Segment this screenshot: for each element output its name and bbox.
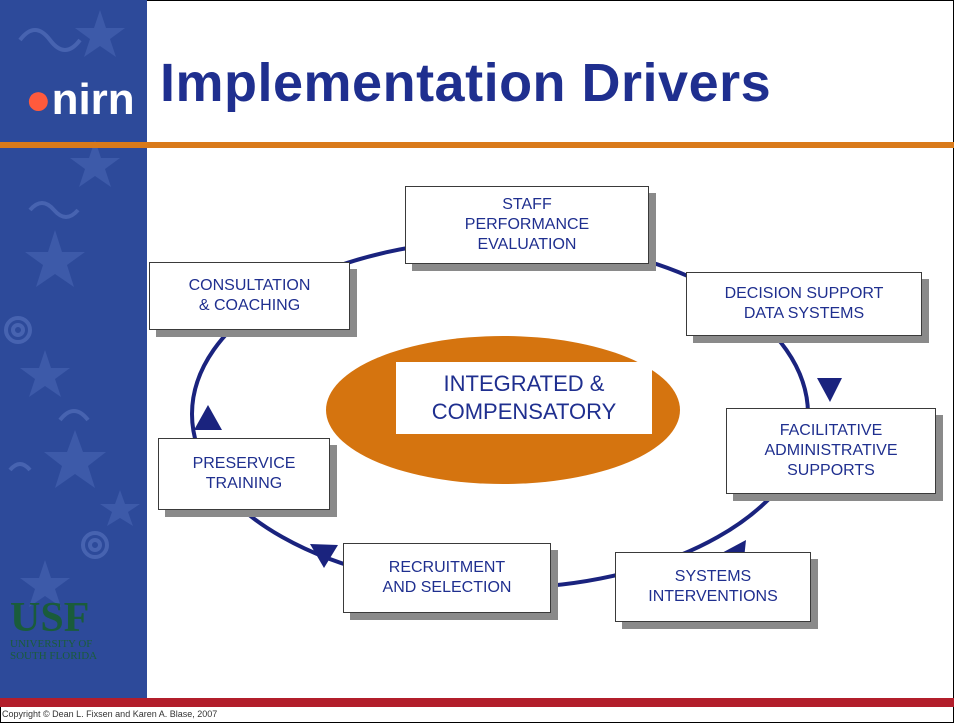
usf-logo: USF UNIVERSITY OF SOUTH FLORIDA (10, 595, 128, 662)
nirn-logo-text: nirn (51, 75, 135, 124)
title-underline (0, 142, 954, 148)
sidebar-decoration (0, 0, 147, 705)
node-decision-support: DECISION SUPPORT DATA SYSTEMS (686, 272, 922, 336)
slide-title: Implementation Drivers (160, 53, 772, 113)
copyright-text: Copyright © Dean L. Fixsen and Karen A. … (2, 709, 218, 719)
arrow-recruitment-to-preservice-icon (310, 544, 338, 568)
nirn-logo-dot-icon: ● (25, 75, 52, 124)
usf-logo-letters: USF (10, 595, 90, 641)
node-consultation-coaching-label: CONSULTATION & COACHING (188, 277, 311, 314)
nirn-logo: ●nirn (25, 78, 135, 122)
center-label-text: INTEGRATED & COMPENSATORY (431, 371, 617, 424)
arrow-preservice-to-consultation-icon (194, 405, 222, 430)
node-consultation-coaching: CONSULTATION & COACHING (149, 262, 350, 330)
node-systems-interventions: SYSTEMS INTERVENTIONS (615, 552, 811, 622)
node-facilitative-supports: FACILITATIVE ADMINISTRATIVE SUPPORTS (726, 408, 936, 494)
center-label: INTEGRATED & COMPENSATORY (396, 362, 652, 434)
arrow-decision-to-facilitative-icon (817, 378, 842, 402)
node-systems-interventions-label: SYSTEMS INTERVENTIONS (648, 568, 778, 605)
node-staff-performance-label: STAFF PERFORMANCE EVALUATION (464, 196, 590, 253)
sidebar-pattern (4, 10, 140, 607)
node-preservice-training: PRESERVICE TRAINING (158, 438, 330, 510)
node-recruitment-selection-label: RECRUITMENT AND SELECTION (382, 559, 512, 596)
node-facilitative-supports-label: FACILITATIVE ADMINISTRATIVE SUPPORTS (764, 422, 898, 479)
node-decision-support-label: DECISION SUPPORT DATA SYSTEMS (724, 285, 884, 322)
node-staff-performance: STAFF PERFORMANCE EVALUATION (405, 186, 649, 264)
usf-logo-subtitle: UNIVERSITY OF SOUTH FLORIDA (10, 638, 98, 662)
footer-rule (0, 698, 954, 707)
node-preservice-training-label: PRESERVICE TRAINING (192, 455, 296, 492)
node-recruitment-selection: RECRUITMENT AND SELECTION (343, 543, 551, 613)
